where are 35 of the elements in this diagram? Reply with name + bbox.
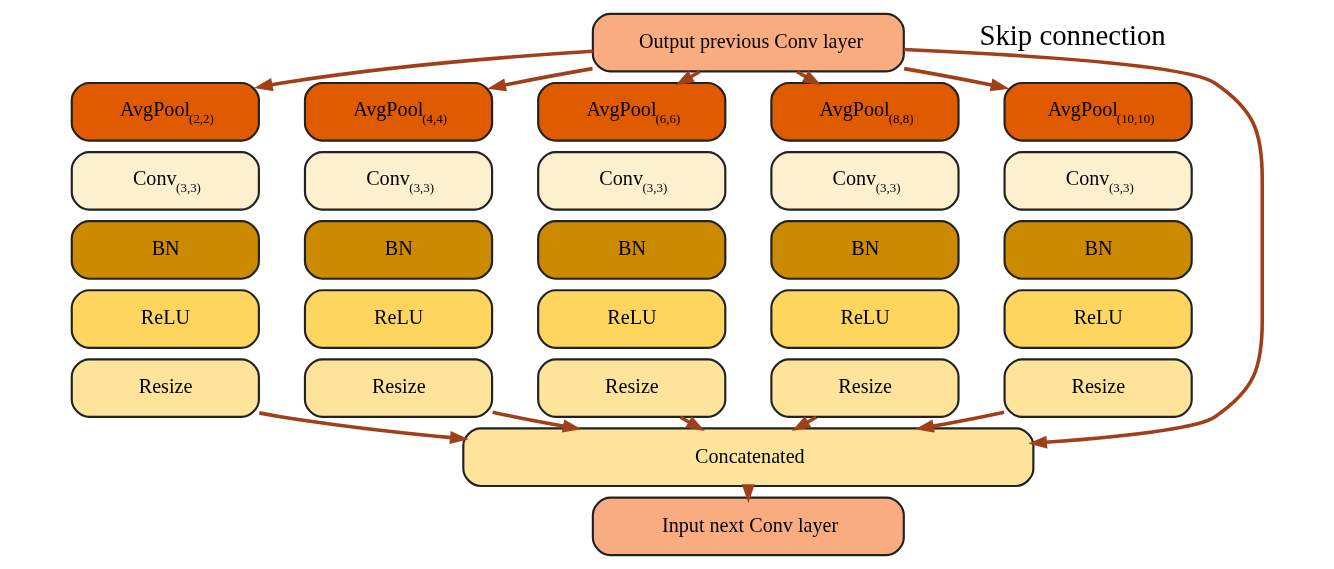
node-box: BN xyxy=(537,220,727,280)
node-box: AvgPool$_{(6,6)}$ xyxy=(537,81,727,142)
node-box: BN xyxy=(303,220,494,280)
node-box: ReLU xyxy=(770,289,960,349)
node-box: Conv$_{(3,3)}$ xyxy=(537,151,727,211)
arrow xyxy=(915,410,1005,433)
node-box: ReLU xyxy=(303,289,494,349)
node-box: Conv$_{(3,3)}$ xyxy=(770,151,960,211)
node-box: Resize xyxy=(537,358,727,418)
node-box: ReLU xyxy=(70,289,260,349)
node-box: ReLU xyxy=(537,289,727,349)
arrow xyxy=(904,47,1265,449)
node-box: Resize xyxy=(303,358,494,418)
node-box: BN xyxy=(1003,220,1193,280)
arrow xyxy=(487,66,593,92)
node-box: Resize xyxy=(70,358,260,418)
node-box: AvgPool$_{(4,4)}$ xyxy=(303,81,494,142)
node-box: AvgPool$_{(2,2)}$ xyxy=(70,81,260,142)
arrow xyxy=(253,49,593,91)
node-box: Input next Conv layer xyxy=(591,496,905,557)
node-box: BN xyxy=(70,220,260,280)
arrow xyxy=(903,66,1010,92)
arrow xyxy=(492,410,582,433)
node-box: Resize xyxy=(1003,358,1193,418)
node-box: Resize xyxy=(770,358,960,418)
node-box: AvgPool$_{(10,10)}$ xyxy=(1003,81,1193,142)
node-box: Conv$_{(3,3)}$ xyxy=(1003,151,1193,211)
edge-label: Skip connection xyxy=(979,18,1166,51)
node-box: Output previous Conv layer xyxy=(591,12,905,73)
node-box: AvgPool$_{(8,8)}$ xyxy=(770,81,960,142)
arrow xyxy=(258,411,469,445)
node-box: Conv$_{(3,3)}$ xyxy=(303,151,494,211)
node-box: Conv$_{(3,3)}$ xyxy=(70,151,260,211)
node-box: ReLU xyxy=(1003,289,1193,349)
node-box: BN xyxy=(770,220,960,280)
